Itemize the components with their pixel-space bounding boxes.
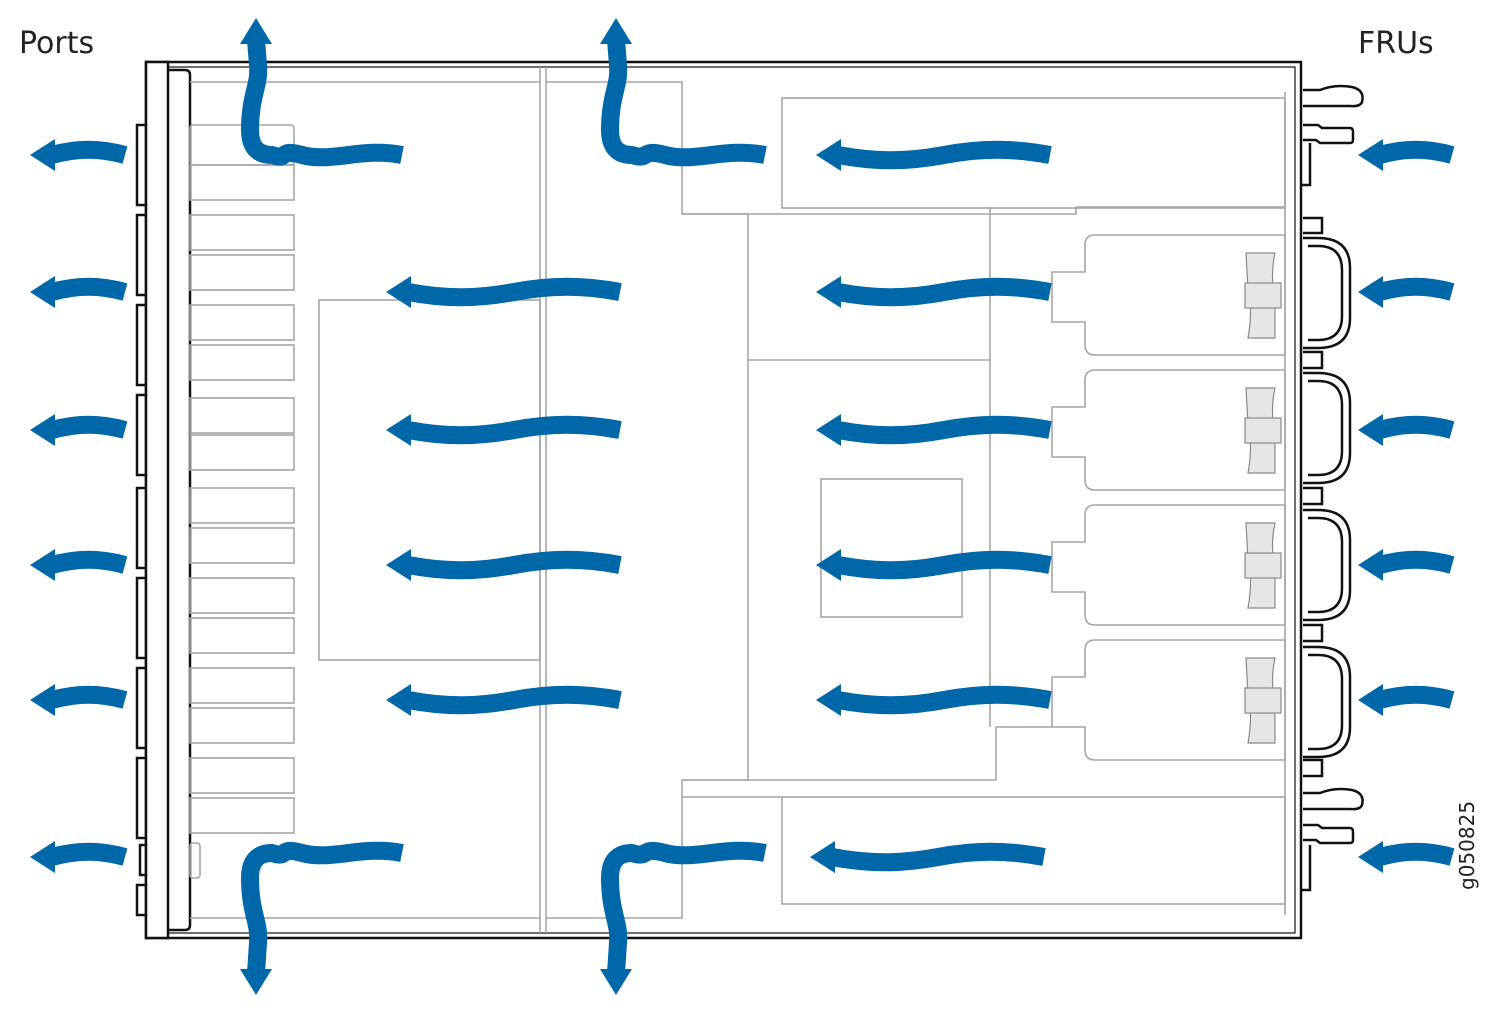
internal-airflow-arrow xyxy=(406,415,622,445)
exhaust-arrow xyxy=(49,685,128,709)
airflow-arrows xyxy=(30,18,1455,995)
fru-handles xyxy=(1301,84,1364,892)
arrow-left-icon xyxy=(816,684,841,716)
intake-arrow xyxy=(1377,415,1455,439)
fan-module-1 xyxy=(1051,234,1286,356)
arrow-left-icon xyxy=(816,549,841,581)
fan-modules xyxy=(1051,234,1286,761)
arrow-left-icon xyxy=(30,841,55,873)
port-cages xyxy=(189,81,540,919)
intake-arrow xyxy=(1377,140,1455,164)
intake-arrow xyxy=(1377,550,1455,574)
internal-airflow-arrow xyxy=(406,685,622,715)
port-panel xyxy=(168,68,192,932)
arrow-left-icon xyxy=(1358,414,1383,446)
arrow-up-icon xyxy=(240,18,272,44)
fan-handle-icon xyxy=(1303,508,1352,622)
psu-airflow-arrow xyxy=(836,140,1052,170)
intake-arrow xyxy=(1377,685,1455,709)
chassis-left-tabs xyxy=(135,123,146,917)
vertical-exhaust-arrow xyxy=(601,39,767,167)
internal-airflow-arrow xyxy=(836,415,1052,445)
fan-handle-icon xyxy=(1303,236,1352,350)
arrow-left-icon xyxy=(30,414,55,446)
arrow-left-icon xyxy=(386,414,411,446)
internal-airflow-arrow xyxy=(406,277,622,307)
fan-module-3 xyxy=(1051,504,1286,626)
exhaust-arrow xyxy=(49,415,128,439)
arrow-up-icon xyxy=(600,18,632,44)
asic-board xyxy=(318,299,541,661)
fan-handle-icon xyxy=(1303,371,1352,485)
arrow-left-icon xyxy=(386,549,411,581)
vertical-exhaust-arrow xyxy=(241,841,404,974)
arrow-left-icon xyxy=(816,414,841,446)
exhaust-arrow xyxy=(49,277,128,301)
front-bezel xyxy=(144,60,170,940)
arrow-left-icon xyxy=(30,549,55,581)
vertical-exhaust-arrow xyxy=(241,39,404,167)
arrow-left-icon xyxy=(386,276,411,308)
arrow-left-icon xyxy=(386,684,411,716)
internal-boards xyxy=(318,67,1286,933)
fan-module-2 xyxy=(1051,369,1286,491)
psu-latch-icon xyxy=(1303,84,1364,108)
internal-airflow-arrow xyxy=(836,685,1052,715)
arrow-left-icon xyxy=(30,684,55,716)
ports-side-label: Ports xyxy=(19,26,95,61)
exhaust-arrow xyxy=(49,550,128,574)
arrow-left-icon xyxy=(1358,684,1383,716)
psu-airflow-arrow xyxy=(830,842,1046,872)
intake-arrow xyxy=(1377,277,1455,301)
arrow-left-icon xyxy=(1358,841,1383,873)
arrow-left-icon xyxy=(816,276,841,308)
exhaust-arrow xyxy=(49,842,128,866)
main-board xyxy=(546,81,749,919)
arrow-left-icon xyxy=(30,139,55,171)
fan-module-4 xyxy=(1051,639,1286,761)
arrow-left-icon xyxy=(30,276,55,308)
psu-handle-icon xyxy=(1303,823,1355,845)
cpu-module xyxy=(820,478,963,618)
internal-airflow-arrow xyxy=(836,550,1052,580)
chassis-frame xyxy=(135,60,1303,940)
internal-airflow-arrow xyxy=(836,277,1052,307)
arrow-down-icon xyxy=(600,969,632,995)
arrow-left-icon xyxy=(1358,276,1383,308)
arrow-down-icon xyxy=(240,969,272,995)
arrow-left-icon xyxy=(810,841,835,873)
arrow-left-icon xyxy=(1358,549,1383,581)
intake-arrow xyxy=(1377,842,1455,866)
exhaust-arrow xyxy=(49,140,128,164)
frus-side-label: FRUs xyxy=(1358,26,1434,61)
internal-airflow-arrow xyxy=(406,550,622,580)
psu-latch-icon xyxy=(1303,787,1364,811)
arrow-left-icon xyxy=(816,139,841,171)
arrow-left-icon xyxy=(1358,139,1383,171)
fan-handle-icon xyxy=(1303,645,1352,759)
psu-handle-icon xyxy=(1303,123,1355,145)
vertical-exhaust-arrow xyxy=(601,841,767,974)
